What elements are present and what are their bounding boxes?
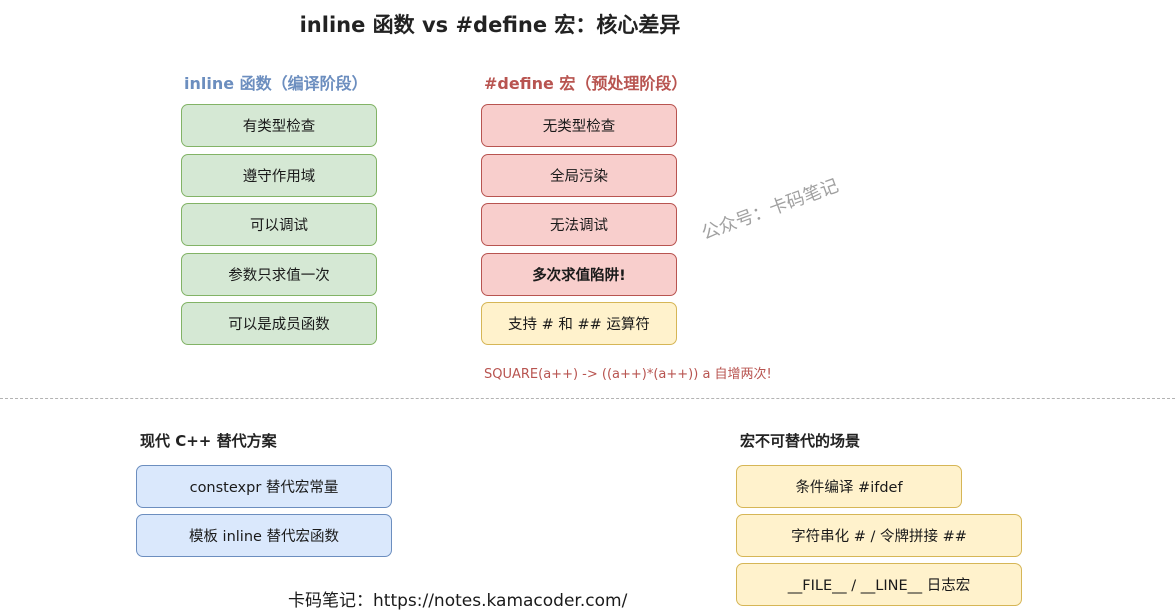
- macro-item-stringize-operators: 支持 # 和 ## 运算符: [481, 302, 677, 345]
- irreplaceable-item-file-line-macro: __FILE__ / __LINE__ 日志宏: [736, 563, 1022, 606]
- inline-item-type-check: 有类型检查: [181, 104, 377, 147]
- modern-item-constexpr: constexpr 替代宏常量: [136, 465, 392, 508]
- inline-item-single-eval: 参数只求值一次: [181, 253, 377, 296]
- modern-alternatives-heading: 现代 C++ 替代方案: [140, 432, 277, 450]
- macro-item-no-type-check: 无类型检查: [481, 104, 677, 147]
- watermark: 公众号：卡码笔记: [698, 175, 842, 245]
- macro-side-effect-note: SQUARE(a++) -> ((a++)*(a++)) a 自增两次!: [484, 367, 772, 382]
- irreplaceable-heading: 宏不可替代的场景: [740, 432, 861, 450]
- inline-column-heading: inline 函数（编译阶段）: [184, 74, 368, 93]
- modern-item-template-inline: 模板 inline 替代宏函数: [136, 514, 392, 557]
- macro-column-heading: #define 宏（预处理阶段）: [484, 74, 688, 93]
- inline-item-scope: 遵守作用域: [181, 154, 377, 197]
- irreplaceable-item-conditional-compile: 条件编译 #ifdef: [736, 465, 962, 508]
- macro-item-no-debug: 无法调试: [481, 203, 677, 246]
- diagram-title: inline 函数 vs #define 宏：核心差异: [299, 13, 681, 37]
- macro-item-global-pollution: 全局污染: [481, 154, 677, 197]
- inline-item-debug: 可以调试: [181, 203, 377, 246]
- footer-credit: 卡码笔记：https://notes.kamacoder.com/: [288, 591, 628, 611]
- macro-item-multi-eval-trap: 多次求值陷阱!: [481, 253, 677, 296]
- section-divider: [0, 398, 1175, 399]
- irreplaceable-item-stringize-paste: 字符串化 # / 令牌拼接 ##: [736, 514, 1022, 557]
- inline-item-member-function: 可以是成员函数: [181, 302, 377, 345]
